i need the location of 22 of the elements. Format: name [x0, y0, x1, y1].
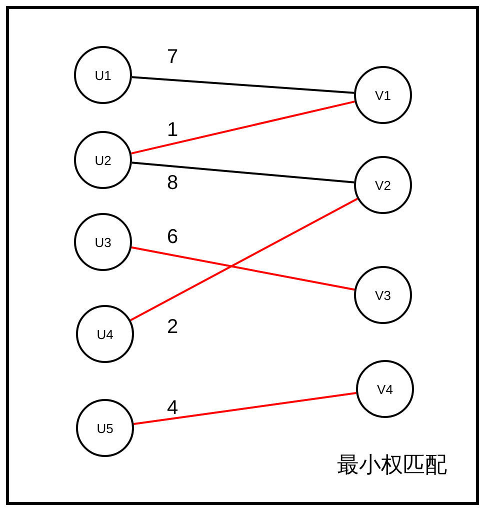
edge-line: [131, 100, 355, 154]
vertex-circle: V3: [354, 266, 412, 324]
edge-line: [131, 246, 355, 291]
caption-text: 最小权匹配: [337, 454, 447, 478]
vertex-circle: U1: [74, 46, 132, 104]
vertex-circle: U2: [74, 131, 132, 189]
vertex-circle: U3: [74, 213, 132, 271]
vertex-circle: V2: [354, 156, 412, 214]
edge-line: [134, 392, 356, 425]
edge-line: [130, 198, 358, 322]
edge-label: 7: [167, 47, 178, 67]
vertex-circle: U4: [76, 305, 134, 363]
edge-line: [132, 76, 354, 94]
vertex-circle: V1: [354, 66, 412, 124]
vertex-circle: V4: [356, 360, 414, 418]
edge-line: [132, 162, 354, 184]
edge-label: 2: [167, 317, 178, 337]
edge-label: 6: [167, 227, 178, 247]
edge-label: 1: [167, 120, 178, 140]
edge-label: 8: [167, 173, 178, 193]
vertex-circle: U5: [76, 399, 134, 457]
edge-label: 4: [167, 398, 178, 418]
